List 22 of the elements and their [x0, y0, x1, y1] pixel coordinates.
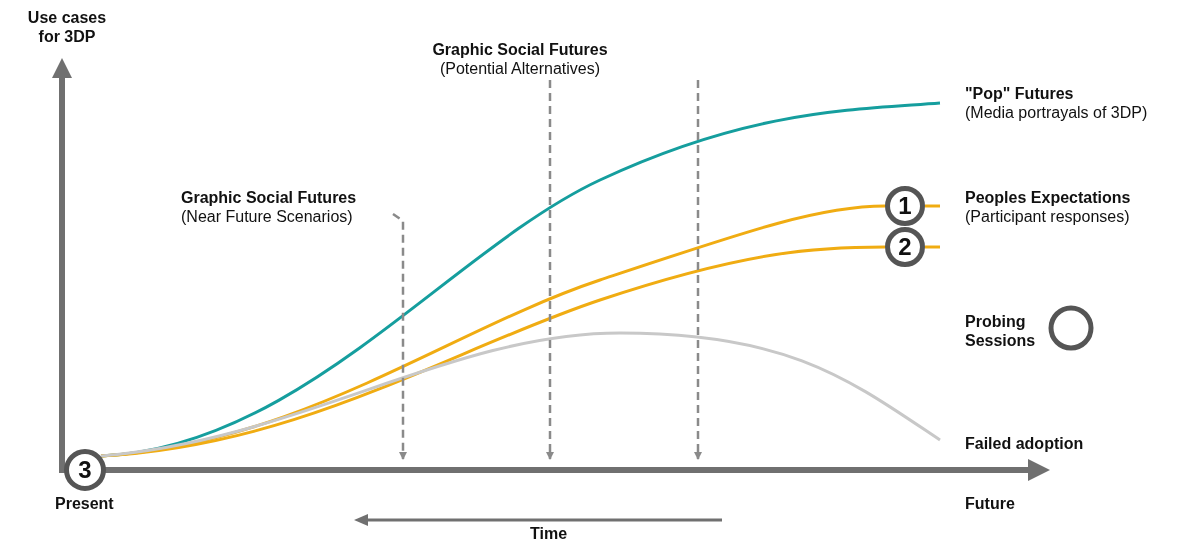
axis-title: Use cases for 3DP	[27, 8, 107, 46]
curve-line	[100, 331, 941, 458]
numbered-circle: 2	[885, 227, 925, 267]
curve-label: Failed adoption	[965, 434, 1084, 453]
curve-label: "Pop" Futures	[965, 84, 1074, 103]
legend-label: Probing Sessions	[965, 312, 1035, 350]
curve-subtitle: (Media portrayals of 3DP)	[965, 103, 1148, 122]
axis-label: Future	[965, 494, 1015, 513]
curve-subtitle: (Participant responses)	[965, 207, 1130, 226]
annotation-heading: Graphic Social Futures	[181, 188, 357, 207]
numbered-circle: 3	[64, 449, 106, 491]
leader-arrow	[694, 80, 702, 460]
numbered-circle: 1	[885, 186, 925, 226]
annotation-heading: Graphic Social Futures	[431, 40, 609, 59]
leader-arrow	[546, 80, 554, 460]
curve-label: Peoples Expectations	[965, 188, 1131, 207]
horizontal-axis	[59, 459, 1050, 481]
axis-label: Present	[55, 494, 114, 513]
leader-arrow	[392, 212, 407, 460]
annotation-subtitle: (Potential Alternatives)	[438, 59, 602, 78]
annotation-subtitle: (Near Future Scenarios)	[181, 207, 354, 226]
axis-label: Time	[530, 524, 568, 542]
